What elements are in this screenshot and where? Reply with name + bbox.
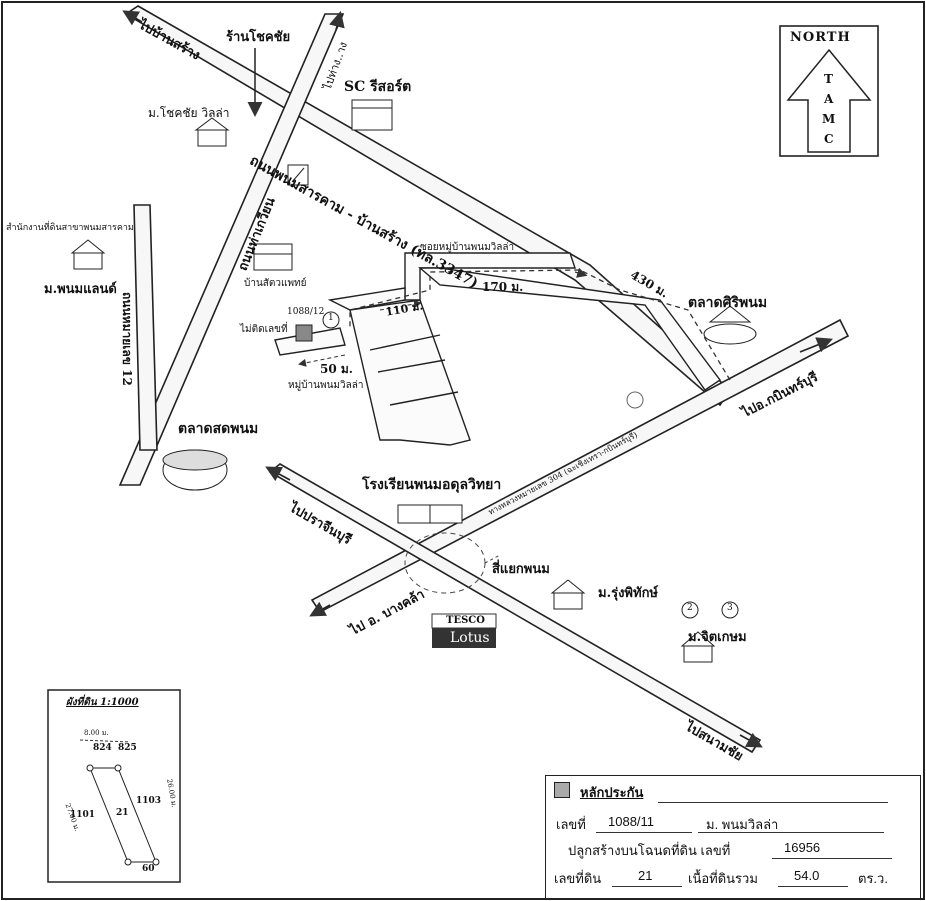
plot-width-label: 8.00 ม. — [84, 729, 109, 737]
lotus-label: Lotus — [450, 630, 490, 646]
plot-n824: 824 — [93, 743, 112, 753]
jitkasem-label: ม.จิตเกษม — [688, 630, 747, 645]
resort-icon — [351, 99, 393, 131]
collateral-title: หลักประกัน — [580, 785, 644, 800]
basket-icon — [162, 449, 228, 491]
school-label: โรงเรียนพนมอดุลวิทยา — [362, 477, 502, 493]
north-letter: M — [822, 112, 836, 126]
soi-label: ซอยหมู่บ้านพนมวิลล่า — [420, 242, 515, 253]
route-path — [349, 267, 731, 381]
marker-3-label: 3 — [727, 603, 733, 613]
fresh-market-label: ตลาดสดพนม — [178, 421, 259, 437]
house-icon — [70, 117, 716, 663]
marker-1-label: 1 — [328, 313, 334, 323]
plot-no-label: 1088/12 — [287, 307, 325, 317]
area-label: เนื้อที่ดินรวม — [688, 871, 758, 886]
marker-circle-2 — [681, 601, 699, 619]
road-arrows — [122, 10, 833, 748]
siriphanom-market-label: ตลาดศิริพนม — [688, 295, 768, 311]
chokchai-shop-label: ร้านโชคชัย — [226, 30, 291, 45]
north-letter: A — [824, 92, 834, 106]
plot-n60: 60 — [142, 864, 155, 874]
vet-icon — [253, 243, 293, 271]
rungphithak-label: ม.รุ่งพิทักษ์ — [598, 586, 659, 601]
village-value: ม. พนมวิลล่า — [706, 817, 779, 832]
sc-resort-label: SC รีสอร์ต — [344, 79, 412, 95]
north-letter: T — [824, 72, 833, 86]
market-icon — [703, 305, 757, 345]
intersection-pointer — [484, 554, 501, 564]
land-no-value: 21 — [638, 868, 653, 883]
gas-icon — [287, 164, 309, 186]
tree-icon — [626, 391, 644, 409]
collateral-panel: หลักประกัน เลขที่ 1088/11 ม. พนมวิลล่า ป… — [545, 775, 921, 899]
plot-plan — [47, 689, 181, 883]
plot-marker — [295, 324, 313, 342]
school-icon — [397, 504, 463, 524]
land-office-label: สำนักงานที่ดินสาขาพนมสารคาม — [6, 223, 134, 233]
plot-n1101: 1101 — [70, 810, 96, 820]
area-value: 54.0 — [794, 868, 820, 883]
house-no-label: เลขที่ — [556, 817, 586, 832]
dist-50-label: 50 ม. — [320, 362, 353, 376]
house-no-value: 1088/11 — [608, 814, 655, 829]
no-number-label: ไม่ติดเลขที่ — [240, 324, 288, 335]
collateral-swatch — [554, 782, 570, 798]
plot-plan-title: ผังที่ดิน 1:1000 — [66, 697, 139, 708]
deed-label: ปลูกสร้างบนโฉนดที่ดิน เลขที่ — [568, 843, 731, 858]
vet-label: บ้านสัตวแพทย์ — [244, 278, 307, 289]
road-route12 — [133, 204, 158, 451]
deed-no-value: 16956 — [784, 840, 821, 855]
village-label: หมู่บ้านพนมวิลล่า — [288, 380, 364, 391]
intersection-label: สี่แยกพนม — [492, 562, 550, 577]
marker-2-label: 2 — [687, 603, 693, 613]
tesco-label: TESCO — [446, 615, 485, 626]
north-letter: C — [824, 132, 834, 146]
area-unit: ตร.ว. — [858, 871, 888, 886]
dist-170-label: 170 ม. — [482, 280, 524, 294]
plot-n21: 21 — [116, 808, 129, 818]
tesco-logo — [431, 613, 497, 648]
marker-circle-3 — [721, 601, 739, 619]
north-label: NORTH — [790, 30, 851, 45]
marker-circle-1 — [322, 311, 340, 329]
north-arrow — [779, 25, 879, 157]
plot-n825: 825 — [118, 743, 137, 753]
phanom-land-label: ม.พนมแลนด์ — [44, 282, 117, 297]
route12-label: ถนนหมายเลข 12 — [120, 292, 134, 386]
plot-n1103: 1103 — [136, 796, 162, 806]
chokchai-villa-label: ม.โชคชัย วิลล่า — [148, 106, 230, 120]
land-no-label: เลขที่ดิน — [554, 871, 602, 886]
dist-arrows — [298, 300, 422, 367]
